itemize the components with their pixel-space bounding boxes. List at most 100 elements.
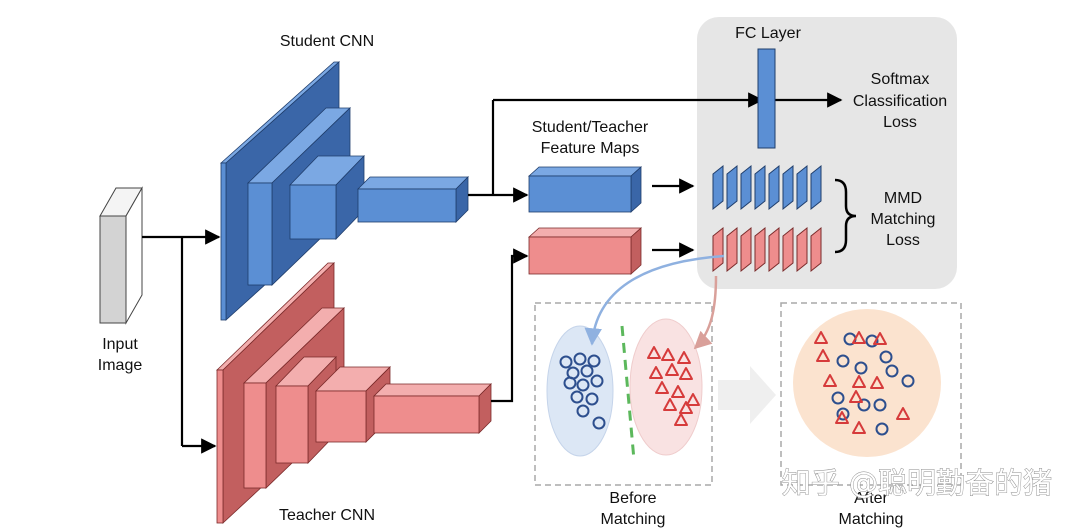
triangle-marker: [852, 375, 866, 388]
teacher-feature-slice: [740, 226, 752, 273]
circle-marker: [576, 378, 590, 392]
input-connectors: [142, 229, 221, 454]
teacher-samples-after: [814, 331, 910, 434]
teacher-feature-slice: [782, 226, 794, 273]
circle-marker: [573, 352, 587, 366]
triangle-marker: [814, 331, 828, 344]
triangle-marker: [686, 393, 700, 406]
triangle-marker: [852, 331, 866, 344]
after-matching-label-line1: After: [854, 490, 888, 507]
circle-marker: [576, 404, 590, 418]
fc-layer-label: FC Layer: [735, 25, 801, 42]
triangle-marker: [823, 374, 837, 387]
student-feature-slice: [740, 164, 752, 211]
circle-marker: [875, 422, 889, 436]
circle-marker: [580, 364, 594, 378]
circle-marker: [590, 374, 604, 388]
triangle-marker: [679, 401, 693, 414]
triangle-marker: [896, 407, 910, 420]
triangle-marker: [677, 351, 691, 364]
circle-marker: [831, 391, 845, 405]
watermark: 知乎 @聪明勤奋的猪: [782, 466, 1052, 500]
teacher-feature-slice: [712, 226, 724, 273]
merged-distribution-ellipse: [793, 309, 941, 457]
circle-marker: [587, 354, 601, 368]
softmax-label-line3: Loss: [883, 114, 917, 131]
student-layer-4: [357, 176, 469, 223]
triangle-marker: [849, 390, 863, 403]
student-feature-slices: [712, 164, 822, 211]
teacher-feature-slice: [726, 226, 738, 273]
triangle-marker: [663, 398, 677, 411]
circle-marker: [570, 390, 584, 404]
circle-marker: [901, 374, 915, 388]
circle-marker: [879, 350, 893, 364]
teacher-feature-slice: [768, 226, 780, 273]
before-matching-label-line1: Before: [609, 490, 656, 507]
cnn-output-connectors: [468, 92, 843, 403]
mmd-label-line2: Matching: [871, 211, 936, 228]
student-feature-slice: [768, 164, 780, 211]
input-label-line2: Image: [98, 357, 143, 374]
triangle-marker: [674, 413, 688, 426]
triangle-marker: [671, 385, 685, 398]
teacher-cnn: [216, 262, 492, 524]
mmd-label-line3: Loss: [886, 232, 920, 249]
teacher-feature-slice: [754, 226, 766, 273]
feature-maps-label-line2: Feature Maps: [541, 140, 640, 157]
circle-marker: [592, 416, 606, 430]
softmax-label-line2: Classification: [853, 93, 947, 110]
teacher-feature-map: [527, 227, 643, 275]
circle-marker: [563, 376, 577, 390]
before-matching-label-line2: Matching: [601, 511, 666, 528]
student-feature-slice: [726, 164, 738, 211]
circle-marker: [857, 398, 871, 412]
triangle-marker: [655, 381, 669, 394]
teacher-projection-arrow: [693, 275, 718, 350]
input-label-line1: Input: [102, 336, 138, 353]
teacher-feature-slice: [810, 226, 822, 273]
student-projection-arrow: [584, 254, 725, 346]
triangle-marker: [873, 332, 887, 345]
triangle-marker: [679, 367, 693, 380]
circle-marker: [836, 407, 850, 421]
triangle-marker: [835, 411, 849, 424]
triangle-marker: [852, 421, 866, 434]
triangle-marker: [649, 366, 663, 379]
triangle-marker: [870, 376, 884, 389]
softmax-label-line1: Softmax: [871, 71, 930, 88]
triangle-marker: [661, 348, 675, 361]
student-samples-after: [831, 332, 915, 436]
mmd-label-line1: MMD: [884, 190, 922, 207]
transition-arrow: [718, 366, 776, 424]
teacher-feature-slice: [796, 226, 808, 273]
teacher-layer-5: [373, 383, 492, 434]
circle-marker: [854, 361, 868, 375]
circle-marker: [885, 364, 899, 378]
decision-boundary: [620, 325, 636, 461]
circle-marker: [865, 334, 879, 348]
fc-layer-bar: [757, 48, 776, 149]
student-layer-3: [289, 155, 365, 240]
teacher-cnn-label: Teacher CNN: [279, 507, 375, 524]
triangle-marker: [647, 346, 661, 359]
circle-marker: [585, 392, 599, 406]
triangle-marker: [816, 349, 830, 362]
student-distribution-ellipse: [546, 325, 614, 457]
after-matching-box: [780, 302, 962, 486]
feature-maps-label-line1: Student/Teacher: [532, 119, 649, 136]
student-feature-map: [527, 166, 643, 213]
student-samples-before: [559, 352, 606, 430]
mmd-brace: [834, 178, 857, 254]
student-feature-slice: [782, 164, 794, 211]
student-feature-slice: [810, 164, 822, 211]
student-cnn: [219, 61, 469, 321]
circle-marker: [873, 398, 887, 412]
teacher-distribution-ellipse: [629, 318, 703, 456]
teacher-feature-slices: [712, 226, 822, 273]
input-image: [99, 186, 143, 325]
student-feature-slice: [796, 164, 808, 211]
circle-marker: [836, 354, 850, 368]
student-cnn-label: Student CNN: [280, 33, 374, 50]
